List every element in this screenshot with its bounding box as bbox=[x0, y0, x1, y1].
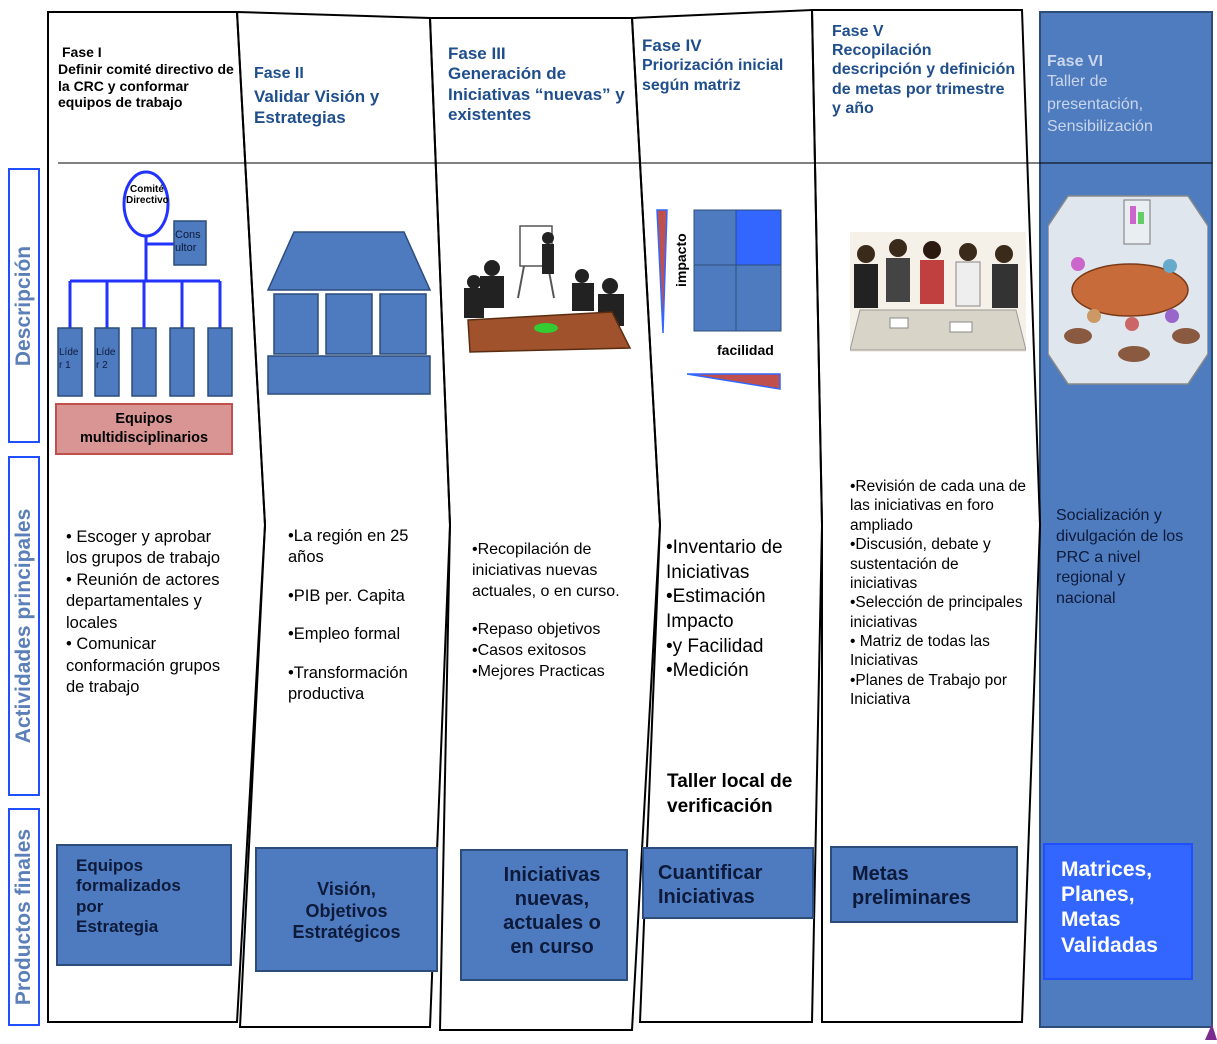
equipos-box: Equipos multidisciplinarios bbox=[55, 403, 233, 455]
phase3-title: Generación de Iniciativas “nuevas” y exi… bbox=[448, 64, 625, 125]
phase5-header: Fase V Recopilación descripción y defini… bbox=[832, 22, 1017, 118]
facilidad-wedge bbox=[686, 373, 781, 390]
activity-item: • Comunicar conformación grupos de traba… bbox=[66, 635, 221, 697]
consultor-label: Consultor bbox=[175, 229, 201, 255]
activity-item: •Selección de principales iniciativas bbox=[850, 594, 1023, 631]
consultor-node bbox=[173, 220, 207, 266]
phase4-header: Fase IV Priorización inicial según matri… bbox=[642, 36, 817, 95]
team-node-5 bbox=[207, 327, 233, 397]
activity-item: •PIB per. Capita bbox=[288, 586, 405, 605]
activity-item: • Reunión de actores departamentales y l… bbox=[66, 570, 220, 632]
phase5-name: Fase V bbox=[832, 23, 884, 40]
activity-item: •Inventario de Iniciativas bbox=[666, 537, 783, 583]
meeting-illustration bbox=[850, 232, 1026, 352]
phase4-product: Cuantificar Iniciativas bbox=[642, 847, 814, 919]
lider2-node bbox=[94, 327, 120, 397]
lider2-label: Líder 2 bbox=[96, 347, 116, 371]
team-node-4 bbox=[169, 327, 195, 397]
activity-item: • Escoger y aprobar los grupos de trabaj… bbox=[66, 528, 221, 568]
activity-item: •Transformación productiva bbox=[288, 663, 408, 704]
equipos-label: Equipos multidisciplinarios bbox=[79, 411, 209, 446]
phase1-column bbox=[47, 11, 267, 1023]
phase6-header: Fase VI Taller de presentación, Sensibil… bbox=[1047, 52, 1207, 138]
phase1-product: Equipos formalizados por Estrategia bbox=[56, 844, 232, 966]
lider1-node bbox=[57, 327, 83, 397]
phase2-product: Visión, Objetivos Estratégicos bbox=[255, 847, 438, 972]
phase6-name: Fase VI bbox=[1047, 53, 1104, 70]
phase6-activities: Socialización y divulgación de los PRC a… bbox=[1056, 506, 1184, 610]
phase3-activities: •Recopilación de iniciativas nuevas actu… bbox=[472, 540, 652, 683]
activity-item: Socialización y divulgación de los PRC a… bbox=[1056, 507, 1184, 608]
phase6-product: Matrices, Planes, Metas Validadas bbox=[1043, 843, 1193, 980]
roundtable-illustration bbox=[1048, 195, 1208, 385]
phase5-product: Metas preliminares bbox=[830, 846, 1018, 923]
phase3-header: Fase III Generación de Iniciativas “nuev… bbox=[448, 44, 628, 126]
matrix-cell-br bbox=[735, 264, 782, 332]
impacto-label: impacto bbox=[673, 233, 689, 287]
activity-item: •Medición bbox=[666, 660, 749, 682]
taller-verificacion: Taller local de verificación bbox=[667, 771, 793, 817]
side-label-productos: Productos finales bbox=[8, 808, 40, 1026]
activity-item: •Planes de Trabajo por Iniciativa bbox=[850, 671, 1008, 709]
comite-label: Comité Directivo bbox=[126, 184, 169, 206]
facilidad-label: facilidad bbox=[717, 342, 774, 358]
matrix-cell-tr bbox=[735, 209, 782, 266]
activity-item: •Casos exitosos bbox=[472, 642, 587, 660]
phase3-name: Fase III bbox=[448, 44, 506, 63]
activity-item: •La región en 25 años bbox=[288, 527, 409, 567]
temple-icon bbox=[266, 231, 432, 395]
phase6-title: Taller de presentación, Sensibilización bbox=[1047, 73, 1153, 135]
phase2-name: Fase II bbox=[254, 65, 304, 82]
matrix-cell-tl bbox=[693, 209, 737, 266]
phase2-header: Fase II Validar Visión y Estrategias bbox=[254, 64, 429, 128]
side-label-actividades: Actividades principales bbox=[8, 456, 40, 796]
impacto-wedge bbox=[656, 209, 668, 334]
activity-item: •Recopilación de iniciativas nuevas actu… bbox=[472, 541, 620, 600]
phase5-column bbox=[810, 9, 1042, 1023]
activity-item: •Mejores Practicas bbox=[472, 662, 605, 680]
activity-item: • Matriz de todas las Iniciativas bbox=[850, 633, 990, 670]
phase4-title: Priorización inicial según matriz bbox=[642, 57, 784, 94]
phase1-header: Fase I Definir comité directivo de la CR… bbox=[58, 44, 238, 111]
presentation-illustration bbox=[464, 225, 632, 353]
activity-item: •Empleo formal bbox=[288, 625, 401, 644]
phase5-title: Recopilación descripción y definición de… bbox=[832, 42, 1016, 117]
activity-item: •Discusión, debate y sustentación de ini… bbox=[850, 536, 991, 592]
lider1-label: Líder 1 bbox=[59, 347, 79, 371]
activity-item: •Estimación Impacto bbox=[666, 586, 766, 633]
phase5-activities: •Revisión de cada una de las iniciativas… bbox=[850, 477, 1030, 710]
activity-item: •y Facilidad bbox=[666, 635, 764, 657]
org-chart bbox=[57, 170, 233, 397]
activity-item: •Revisión de cada una de las iniciativas… bbox=[850, 478, 1027, 534]
matrix-cell-bl bbox=[693, 264, 737, 332]
priority-matrix bbox=[656, 209, 782, 390]
activity-item: •Repaso objetivos bbox=[472, 621, 601, 639]
team-node-3 bbox=[131, 327, 157, 397]
phase3-product: Iniciativas nuevas, actuales o en curso bbox=[460, 849, 628, 981]
phase4-name: Fase IV bbox=[642, 36, 702, 55]
phase2-title: Validar Visión y Estrategias bbox=[254, 87, 380, 127]
phase2-activities: •La región en 25 años •PIB per. Capita •… bbox=[288, 526, 436, 706]
phase1-name: Fase I bbox=[62, 44, 102, 60]
phase1-title: Definir comité directivo de la CRC y con… bbox=[58, 60, 234, 111]
corner-marker bbox=[1205, 1024, 1217, 1040]
side-label-descripcion: Descripción bbox=[8, 168, 40, 443]
phase1-activities: • Escoger y aprobar los grupos de trabaj… bbox=[66, 527, 236, 699]
phase4-activities: •Inventario de Iniciativas •Estimación I… bbox=[666, 536, 816, 684]
